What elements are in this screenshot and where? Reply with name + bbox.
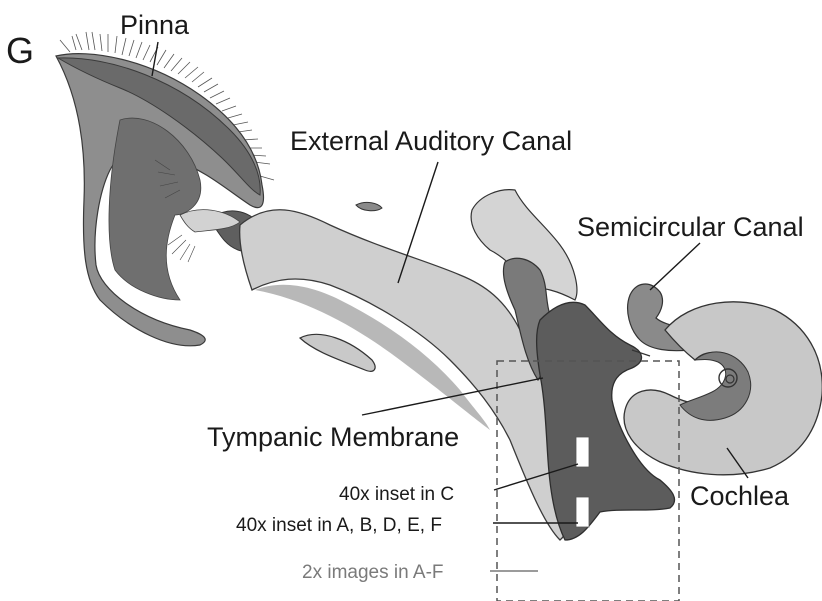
tissue-fragment	[356, 202, 382, 210]
label-cochlea: Cochlea	[690, 481, 790, 511]
label-external-auditory-canal: External Auditory Canal	[290, 126, 572, 156]
label-inset-c: 40x inset in C	[339, 484, 454, 505]
label-2x-images: 2x images in A-F	[302, 562, 444, 583]
label-pinna: Pinna	[120, 10, 190, 40]
label-inset-abdef: 40x inset in A, B, D, E, F	[236, 515, 442, 536]
leader-semicircular-canal	[650, 243, 700, 290]
inner-ear-shape	[624, 284, 822, 475]
label-tympanic-membrane: Tympanic Membrane	[207, 422, 459, 452]
label-semicircular-canal: Semicircular Canal	[577, 212, 804, 242]
panel-letter: G	[6, 30, 34, 71]
tissue-fragment	[300, 334, 375, 371]
pinna-shape	[56, 32, 274, 346]
inset-marker-c	[576, 437, 589, 467]
